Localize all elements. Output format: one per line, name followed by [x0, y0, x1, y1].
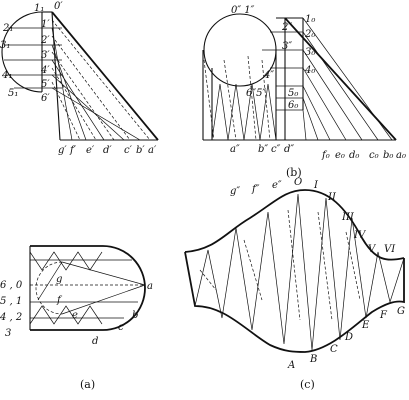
- view-c-development: g″ f″ e″ O I II III IV V VI A B C D E F …: [184, 177, 405, 391]
- view-a: 6 , 0 5 , 1 4 , 2 3 g f e a b c d (a): [0, 245, 153, 391]
- view-c-top-label-O: O: [294, 177, 302, 188]
- view-b-label-6pp5pp: 6″5″: [246, 88, 266, 99]
- view-c-top-label-VI: VI: [384, 244, 396, 255]
- view-a-label-3: 3: [5, 328, 11, 339]
- view-b: 0″ 1″ 2″ 3″ 4″ 6″5″ 1₀ 2₀ 3₀ 4₀ 5₀ 6₀ a″…: [202, 5, 406, 179]
- view-b-label-1-0: 1₀: [305, 14, 315, 25]
- elevation-left-edge: [51, 11, 61, 141]
- view-b-bottom-label-b0: b₀: [383, 150, 393, 161]
- view-a-point-f: f: [56, 295, 63, 306]
- elevation-label-1-1: 1₁: [34, 3, 44, 14]
- view-b-bottom-label-a0: a₀: [396, 150, 406, 161]
- elevation-label-0prime: 0′: [54, 1, 63, 12]
- view-b-label-6-0: 6₀: [288, 100, 298, 111]
- view-b-bottom-label-a: a″: [230, 144, 240, 155]
- view-a-label-42: 4 , 2: [0, 312, 22, 323]
- view-b-caption: (b): [286, 166, 302, 179]
- elevation-base-label-c: c′: [124, 145, 133, 156]
- view-b-bottom-label-c0: c₀: [369, 150, 379, 161]
- elevation-base-label-g: g′: [58, 145, 67, 156]
- view-a-point-g: g: [56, 274, 62, 285]
- elevation-base-label-e: e′: [86, 145, 95, 156]
- elevation-base-label-f: f′: [69, 145, 77, 156]
- view-c-bottom-label-A: A: [287, 360, 295, 371]
- elevation-label-3prime: 3′: [41, 50, 50, 61]
- elevation-base-label-a: a′: [148, 145, 157, 156]
- view-c-bottom-label-F: F: [379, 310, 388, 321]
- view-c-top-label-f: f″: [251, 184, 260, 195]
- view-b-label-3pp: 3″: [282, 41, 292, 52]
- view-c-top-label-II: II: [327, 192, 337, 203]
- elevation-label-2-1: 2₁: [2, 23, 13, 34]
- view-c-top-label-g: g″: [230, 186, 240, 197]
- elevation-label-5prime: 5′: [41, 79, 50, 90]
- elevation-base-label-d: d′: [103, 145, 112, 156]
- view-b-label-4pp: 4″: [263, 70, 274, 81]
- view-c-top-label-I: I: [313, 180, 319, 191]
- elevation-label-3-1: 3₁: [0, 40, 10, 51]
- view-b-bottom-label-c: c″: [271, 144, 281, 155]
- view-b-bottom-label-d0: d₀: [349, 150, 359, 161]
- view-b-bottom-label-e0: e₀: [335, 150, 345, 161]
- view-a-point-d: d: [92, 336, 98, 347]
- elevation-label-1prime: 1′: [41, 19, 50, 30]
- view-b-label-3-0: 3₀: [305, 47, 315, 58]
- view-b-bottom-label-f0: f₀: [321, 150, 330, 161]
- view-c-top-label-III: III: [341, 212, 355, 223]
- view-c-bottom-curve: [184, 251, 405, 353]
- view-b-bottom-label-b: b″: [258, 144, 268, 155]
- elevation-label-6prime: 6′: [41, 93, 50, 104]
- view-c-caption: (c): [300, 378, 315, 391]
- view-c-bottom-label-E: E: [361, 320, 370, 331]
- view-a-caption: (a): [80, 378, 95, 391]
- view-a-point-a: a: [147, 281, 153, 292]
- view-a-label-60: 6 , 0: [0, 280, 23, 291]
- view-a-point-b: b: [132, 310, 138, 321]
- view-c-top-label-V: V: [368, 244, 377, 255]
- view-c-bottom-label-B: B: [309, 354, 317, 365]
- view-b-label-4-0: 4₀: [304, 65, 315, 76]
- elevation-label-4prime: 4′: [40, 65, 50, 76]
- view-c-top-label-e: e″: [272, 180, 282, 191]
- view-b-top-label: 0″ 1″: [231, 5, 255, 16]
- elevation-view: 1₁ 0′ 2₁ 3₁ 4₁ 5₁ 1′ 2′ 3′ 4′ 5′ 6′ g′ f…: [0, 1, 159, 156]
- view-c-bottom-label-C: C: [330, 344, 338, 355]
- view-c-bottom-label-D: D: [344, 332, 353, 343]
- view-b-label-5-0: 5₀: [288, 88, 298, 99]
- elevation-label-4-1: 4₁: [1, 70, 12, 81]
- elevation-label-2prime: 2′: [40, 35, 50, 46]
- elevation-base-label-b: b′: [136, 145, 145, 156]
- view-b-bottom-label-d: d″: [284, 144, 294, 155]
- view-a-point-c: c: [118, 322, 124, 333]
- view-c-top-curve: [184, 189, 405, 261]
- view-b-label-2pp: 2″: [281, 22, 292, 33]
- view-c-top-label-IV: IV: [353, 230, 367, 241]
- view-b-label-2-0: 2₀: [304, 29, 315, 40]
- view-a-semicircle: [102, 245, 146, 331]
- elevation-right-edge: [51, 11, 159, 141]
- view-a-point-e: e: [72, 310, 78, 321]
- view-c-bottom-label-G: G: [397, 306, 405, 317]
- elevation-label-5-1: 5₁: [8, 88, 18, 99]
- view-a-label-51: 5 , 1: [0, 296, 22, 307]
